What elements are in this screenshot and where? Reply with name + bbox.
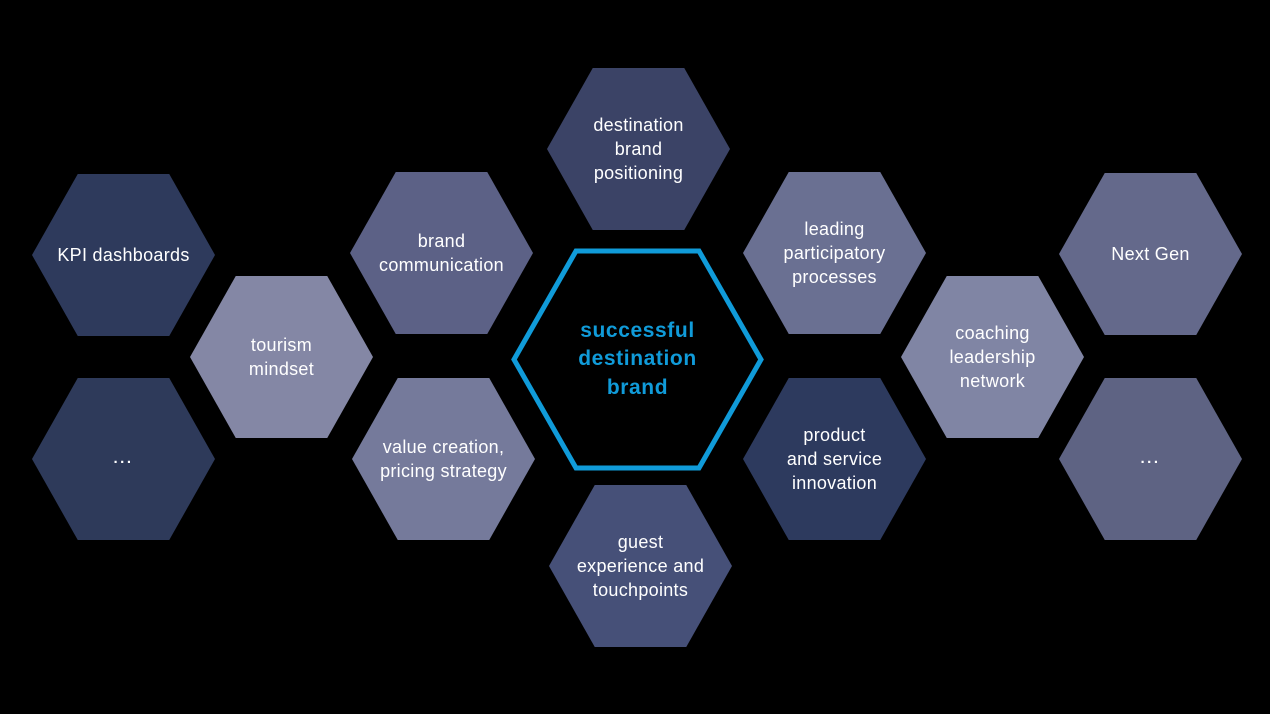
hex-label-value-creation-pricing-strategy: value creation, pricing strategy [380,436,507,481]
center-hexagon-label: successful destination brand [578,318,697,399]
hex-label-destination-brand-positioning: destination brand positioning [593,114,684,184]
hex-label-coaching-leadership-network: coaching leadership network [949,322,1036,392]
hex-label-more-right: ... [1140,449,1161,467]
hex-label-leading-participatory-processes: leading participatory processes [783,218,886,288]
hex-label-kpi-dashboards: KPI dashboards [57,244,190,265]
hex-label-next-gen: Next Gen [1111,243,1190,264]
hex-value-creation-pricing-strategy: value creation, pricing strategy [352,378,535,540]
hex-successful-destination-brand: successful destination brand [511,246,764,473]
hex-label-brand-communication: brand communication [379,230,504,275]
hex-brand-communication: brand communication [350,172,533,334]
hex-destination-brand-positioning: destination brand positioning [547,68,730,230]
hex-label-tourism-mindset: tourism mindset [248,334,315,379]
hex-label-guest-experience-and-touchpoints: guest experience and touchpoints [576,531,705,601]
hex-guest-experience-and-touchpoints: guest experience and touchpoints [549,485,732,647]
hex-more-right: ... [1059,378,1242,540]
hex-kpi-dashboards: KPI dashboards [32,174,215,336]
hex-label-product-and-service-innovation: product and service innovation [786,424,883,494]
center-hexagon-outline [511,248,764,471]
hex-product-and-service-innovation: product and service innovation [743,378,926,540]
hex-tourism-mindset: tourism mindset [190,276,373,438]
center-hexagon-outline-svg [511,248,764,471]
hex-coaching-leadership-network: coaching leadership network [901,276,1084,438]
hex-leading-participatory-processes: leading participatory processes [743,172,926,334]
hex-label-more-left: ... [113,449,134,467]
hex-next-gen: Next Gen [1059,173,1242,335]
hex-more-left: ... [32,378,215,540]
